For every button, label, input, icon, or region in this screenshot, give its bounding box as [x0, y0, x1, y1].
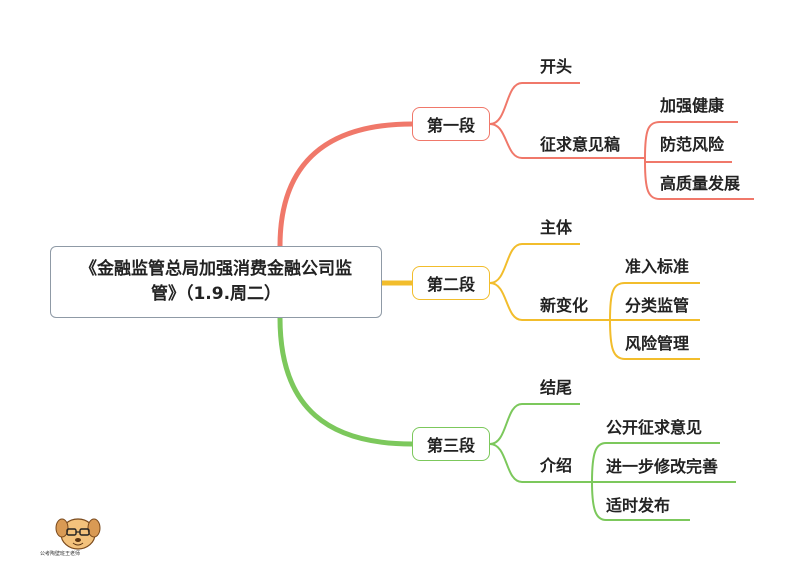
topic-main-body[interactable]: 主体	[540, 218, 573, 237]
watermark-caption: 公考陶壁班王老师	[40, 551, 81, 557]
subtopic-access-standards[interactable]: 准入标准	[625, 257, 690, 276]
root-topic[interactable]: 《金融监管总局加强消费金融公司监 管》（1.9.周二）	[50, 246, 382, 318]
section-2-node[interactable]: 第二段	[412, 266, 490, 300]
subtopic-risk-management[interactable]: 风险管理	[625, 334, 690, 353]
topic-new-changes[interactable]: 新变化	[540, 296, 589, 315]
section-3-node[interactable]: 第三段	[412, 427, 490, 461]
root-title-line-2: 管》（1.9.周二）	[150, 284, 282, 304]
subtopic-quality-development[interactable]: 高质量发展	[660, 174, 741, 193]
subtopic-further-revision[interactable]: 进一步修改完善	[606, 457, 719, 476]
avatar-watermark-icon	[55, 518, 101, 550]
topic-ending[interactable]: 结尾	[540, 378, 573, 397]
root-title-line-1: 《金融监管总局加强消费金融公司监	[80, 259, 352, 279]
topic-opening[interactable]: 开头	[540, 57, 573, 76]
subtopic-strengthen-health[interactable]: 加强健康	[660, 96, 725, 115]
topic-introduction[interactable]: 介绍	[540, 456, 573, 475]
subtopic-prevent-risk[interactable]: 防范风险	[660, 135, 725, 154]
section-1-node[interactable]: 第一段	[412, 107, 490, 141]
subtopic-timely-release[interactable]: 适时发布	[606, 496, 671, 515]
subtopic-classified-supervision[interactable]: 分类监管	[625, 296, 690, 315]
subtopic-public-consultation[interactable]: 公开征求意见	[606, 418, 703, 437]
topic-draft[interactable]: 征求意见稿	[540, 135, 621, 154]
